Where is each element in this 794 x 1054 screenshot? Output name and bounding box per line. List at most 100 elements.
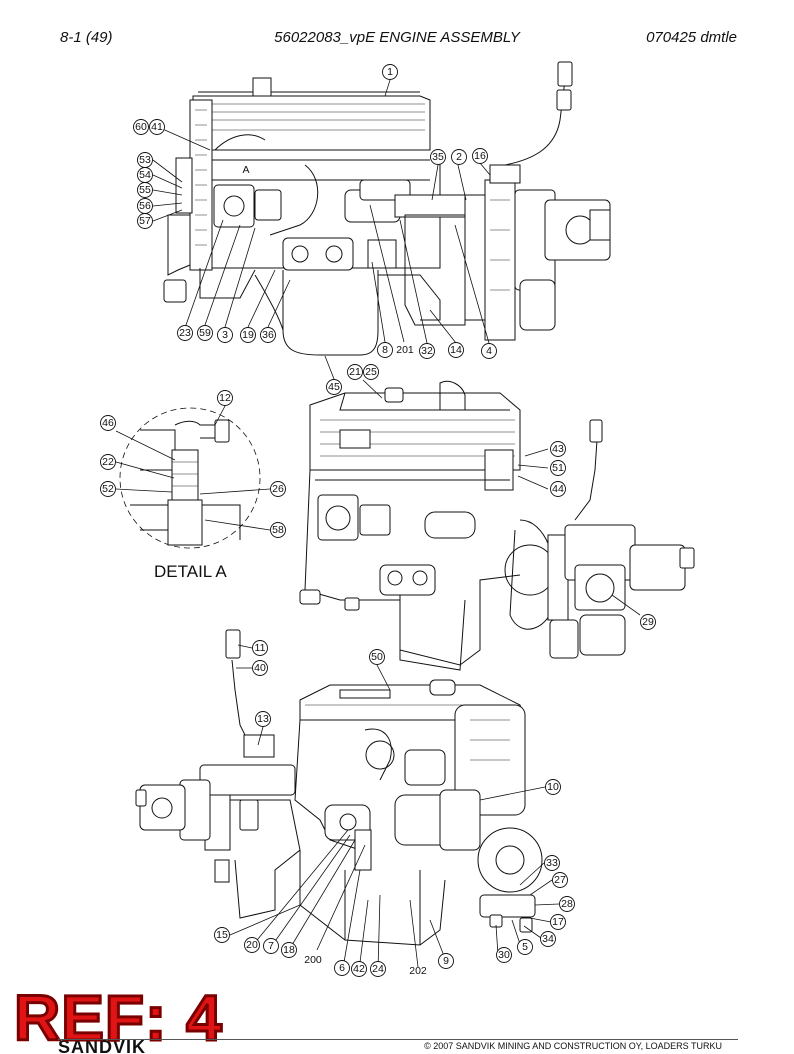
callout-8: 8 [377,342,393,358]
svg-text:35: 35 [432,151,444,163]
svg-text:33: 33 [546,857,558,869]
svg-text:45: 45 [328,381,340,393]
svg-text:6: 6 [339,962,345,974]
callout-bubbles: 1 60 41 53 54 55 56 57 35 2 16 23 59 3 1… [100,64,656,977]
svg-text:50: 50 [371,651,383,663]
callout-20: 20 [244,937,260,953]
callout-42: 42 [351,961,367,977]
svg-text:3: 3 [222,329,228,341]
callout-40: 40 [252,660,268,676]
svg-text:42: 42 [353,963,365,975]
svg-text:28: 28 [561,898,573,910]
callout-15: 15 [214,927,230,943]
svg-text:1: 1 [387,66,393,78]
callout-26: 26 [270,481,286,497]
callout-23: 23 [177,325,193,341]
svg-text:12: 12 [219,392,231,404]
callout-43: 43 [550,441,566,457]
callout-59: 59 [197,325,213,341]
callout-54: 54 [137,167,153,183]
callout-44: 44 [550,481,566,497]
callout-17: 17 [550,914,566,930]
svg-text:13: 13 [257,713,269,725]
svg-text:19: 19 [242,329,254,341]
callout-12: 12 [217,390,233,406]
callout-19: 19 [240,327,256,343]
callout-22: 22 [100,454,116,470]
callout-16: 16 [472,148,488,164]
svg-text:7: 7 [268,940,274,952]
svg-text:40: 40 [254,662,266,674]
svg-text:16: 16 [474,150,486,162]
callout-46: 46 [100,415,116,431]
copyright-notice: © 2007 SANDVIK MINING AND CONSTRUCTION O… [424,1041,722,1051]
svg-text:26: 26 [272,483,284,495]
callout-6: 6 [334,960,350,976]
svg-text:30: 30 [498,949,510,961]
callout-200: 200 [304,954,322,966]
callout-55: 55 [137,182,153,198]
callout-3: 3 [217,327,233,343]
svg-text:53: 53 [139,154,151,166]
callout-33: 33 [544,855,560,871]
middle-engine-view [299,380,695,671]
callout-34: 34 [540,931,556,947]
svg-text:54: 54 [139,169,151,181]
callout-45: 45 [326,379,342,395]
callout-201: 201 [396,344,414,356]
bottom-engine-view [135,629,543,946]
svg-text:4: 4 [486,345,492,357]
svg-text:23: 23 [179,327,191,339]
detail-a-leaders [115,405,271,531]
callout-52: 52 [100,481,116,497]
svg-text:21: 21 [349,366,361,378]
callout-57: 57 [137,213,153,229]
top-view-leaders [152,79,491,380]
svg-text:22: 22 [102,456,114,468]
callout-50: 50 [369,649,385,665]
detail-a-marker: A [242,164,249,176]
callout-25: 25 [363,364,379,380]
callout-13: 13 [255,711,271,727]
ref-stamp: REF: 4 [13,982,224,1054]
drawing-code: 070425 dmtle [646,29,737,46]
callout-11: 11 [252,640,268,656]
callout-41: 41 [149,119,165,135]
callout-24: 24 [370,961,386,977]
svg-text:60: 60 [135,121,147,133]
callout-36: 36 [260,327,276,343]
callout-58: 58 [270,522,286,538]
callout-21: 21 [347,364,363,380]
svg-text:17: 17 [552,916,564,928]
svg-text:9: 9 [443,955,449,967]
detail-a-view [119,407,261,549]
svg-text:43: 43 [552,443,564,455]
callout-1: 1 [382,64,398,80]
callout-7: 7 [263,938,279,954]
svg-text:57: 57 [139,215,151,227]
callout-53: 53 [137,152,153,168]
svg-text:24: 24 [372,963,384,975]
callout-30: 30 [496,947,512,963]
svg-text:5: 5 [522,941,528,953]
page-number: 8-1 (49) [60,29,113,46]
callout-29: 29 [640,614,656,630]
svg-text:56: 56 [139,200,151,212]
callout-51: 51 [550,460,566,476]
svg-text:46: 46 [102,417,114,429]
svg-text:34: 34 [542,933,554,945]
callout-2: 2 [451,149,467,165]
svg-text:52: 52 [102,483,114,495]
callout-5: 5 [517,939,533,955]
callout-9: 9 [438,953,454,969]
callout-4: 4 [481,343,497,359]
top-engine-view: A [163,61,611,356]
callout-35: 35 [430,149,446,165]
company-logo: SANDVIK [58,1038,147,1053]
callout-27: 27 [552,872,568,888]
svg-text:32: 32 [421,345,433,357]
svg-text:10: 10 [547,781,559,793]
svg-text:59: 59 [199,327,211,339]
callout-60: 60 [133,119,149,135]
